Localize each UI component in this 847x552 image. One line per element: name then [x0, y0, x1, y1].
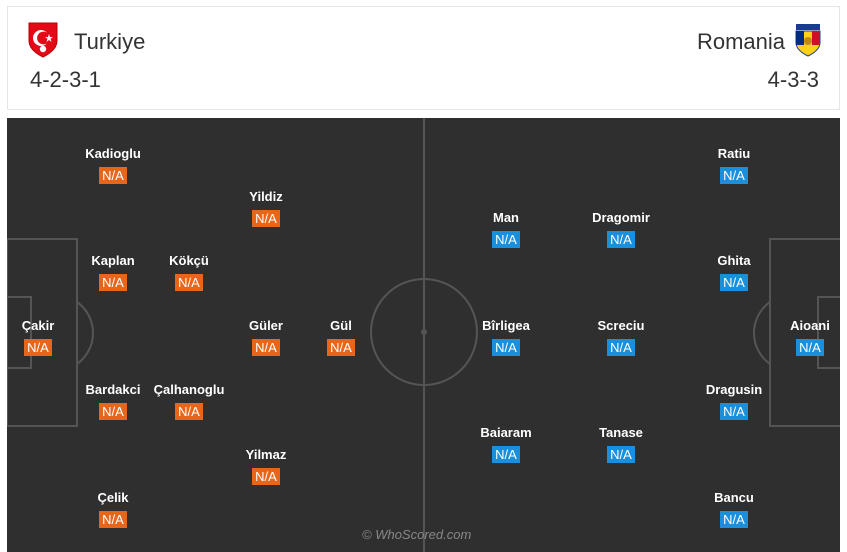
player-rating-badge: N/A [607, 339, 635, 356]
player-rating-badge: N/A [24, 339, 52, 356]
player-name: Tanase [599, 425, 643, 440]
player-rating-badge: N/A [99, 511, 127, 528]
player-name: Ghita [717, 253, 751, 268]
player-rating-badge: N/A [720, 403, 748, 420]
player-rating-badge: N/A [720, 511, 748, 528]
player-rating-badge: N/A [99, 167, 127, 184]
player-name: Bardakci [85, 382, 141, 397]
player-away-screciu[interactable]: Screciu N/A [576, 318, 666, 357]
player-away-dragomir[interactable]: Dragomir N/A [576, 210, 666, 249]
player-name: Ratiu [717, 146, 751, 161]
player-home-calhanoglu[interactable]: Çalhanoglu N/A [144, 382, 234, 421]
player-away-ratiu[interactable]: Ratiu N/A [689, 146, 779, 185]
player-name: Bîrligea [482, 318, 530, 333]
player-rating-badge: N/A [607, 231, 635, 248]
romania-crest-icon [793, 21, 823, 64]
player-home-yildiz[interactable]: Yildiz N/A [221, 189, 311, 228]
player-name: Yilmaz [245, 447, 287, 462]
player-away-birligea[interactable]: Bîrligea N/A [461, 318, 551, 357]
player-away-ghita[interactable]: Ghita N/A [689, 253, 779, 292]
player-name: Dragusin [705, 382, 763, 397]
player-rating-badge: N/A [327, 339, 355, 356]
whoscored-watermark: © WhoScored.com [362, 527, 472, 542]
player-name: Screciu [597, 318, 645, 333]
player-name: Kaplan [91, 253, 135, 268]
turkiye-crest-icon [26, 21, 60, 64]
player-name: Dragomir [592, 210, 650, 225]
player-rating-badge: N/A [492, 231, 520, 248]
player-away-tanase[interactable]: Tanase N/A [576, 425, 666, 464]
player-away-dragusin[interactable]: Dragusin N/A [689, 382, 779, 421]
player-away-man[interactable]: Man N/A [461, 210, 551, 249]
player-name: Man [493, 210, 519, 225]
player-rating-badge: N/A [175, 274, 203, 291]
player-home-kadioglu[interactable]: Kadioglu N/A [68, 146, 158, 185]
player-home-celik[interactable]: Çelik N/A [68, 490, 158, 529]
player-rating-badge: N/A [252, 339, 280, 356]
player-name: Çelik [97, 490, 129, 505]
away-formation: 4-3-3 [767, 67, 819, 92]
player-rating-badge: N/A [720, 167, 748, 184]
player-name: Gül [330, 318, 352, 333]
player-home-cakir[interactable]: Çakir N/A [7, 318, 83, 357]
player-name: Kökçü [169, 253, 209, 268]
player-away-baiaram[interactable]: Baiaram N/A [461, 425, 551, 464]
player-home-yilmaz[interactable]: Yilmaz N/A [221, 447, 311, 486]
player-rating-badge: N/A [252, 468, 280, 485]
player-home-guler[interactable]: Güler N/A [221, 318, 311, 357]
player-name: Baiaram [480, 425, 532, 440]
player-away-aioani[interactable]: Aioani N/A [765, 318, 840, 357]
player-home-bardakci[interactable]: Bardakci N/A [68, 382, 158, 421]
player-name: Çalhanoglu [153, 382, 225, 397]
player-rating-badge: N/A [607, 446, 635, 463]
player-away-bancu[interactable]: Bancu N/A [689, 490, 779, 529]
match-header: Turkiye 4-2-3-1 Romania 4-3-3 [7, 6, 840, 110]
player-rating-badge: N/A [492, 339, 520, 356]
player-rating-badge: N/A [720, 274, 748, 291]
player-rating-badge: N/A [99, 274, 127, 291]
player-rating-badge: N/A [252, 210, 280, 227]
player-name: Bancu [714, 490, 754, 505]
player-home-gul[interactable]: Gül N/A [296, 318, 386, 357]
player-rating-badge: N/A [492, 446, 520, 463]
home-formation: 4-2-3-1 [30, 67, 101, 92]
player-home-kaplan[interactable]: Kaplan N/A [68, 253, 158, 292]
player-name: Kadioglu [85, 146, 141, 161]
player-rating-badge: N/A [99, 403, 127, 420]
pitch-markings [7, 118, 840, 552]
away-team-name: Romania [696, 29, 785, 54]
home-team-name: Turkiye [74, 29, 146, 54]
player-name: Çakir [21, 318, 55, 333]
player-home-kokcu[interactable]: Kökçü N/A [144, 253, 234, 292]
player-name: Aioani [790, 318, 830, 333]
player-name: Yildiz [249, 189, 283, 204]
player-name: Güler [249, 318, 283, 333]
player-rating-badge: N/A [796, 339, 824, 356]
pitch: Çakir N/A Kadioglu N/A Kaplan N/A Bardak… [7, 118, 840, 552]
player-rating-badge: N/A [175, 403, 203, 420]
